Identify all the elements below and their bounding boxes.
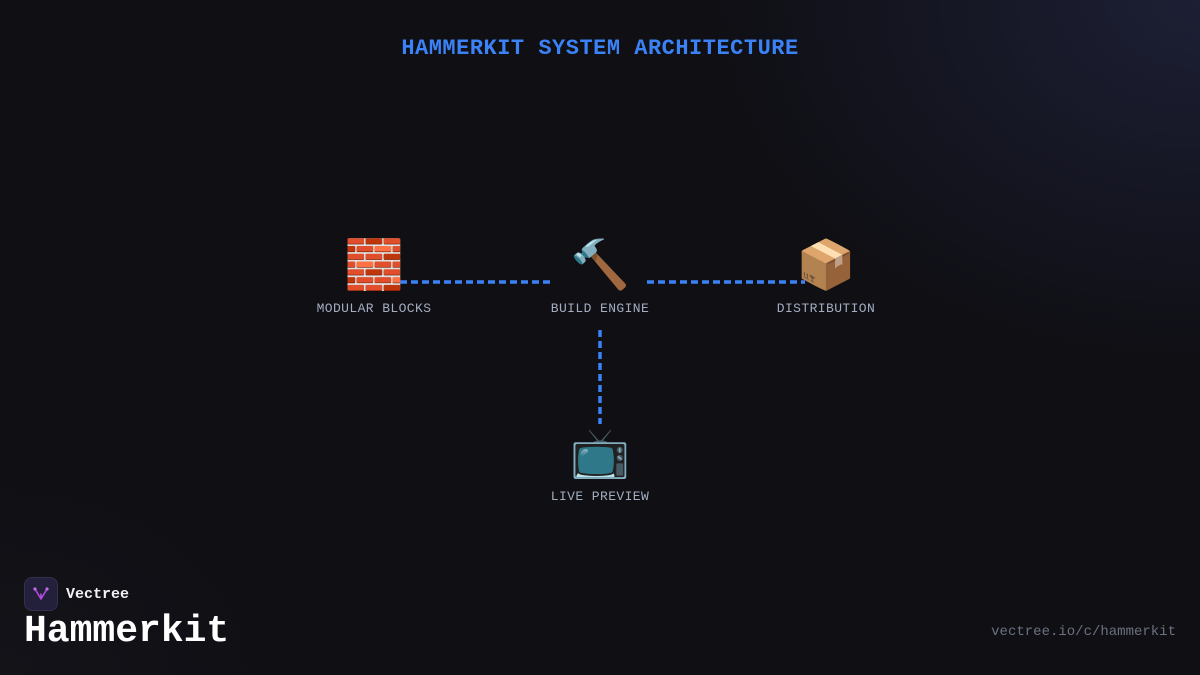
product-name: Hammerkit <box>24 610 230 653</box>
package-icon: 📦 <box>796 237 856 293</box>
node-label: BUILD ENGINE <box>550 301 650 316</box>
node-label: MODULAR BLOCKS <box>316 301 432 316</box>
vectree-logo-icon <box>24 577 58 611</box>
hammer-icon: 🔨 <box>570 237 630 293</box>
brick-wall-icon: 🧱 <box>344 237 404 293</box>
node-modular-blocks: 🧱 MODULAR BLOCKS <box>284 237 464 316</box>
node-label: LIVE PREVIEW <box>550 489 650 504</box>
diagram-title: HAMMERKIT SYSTEM ARCHITECTURE <box>401 36 799 61</box>
node-live-preview: 📺 LIVE PREVIEW <box>510 425 690 504</box>
node-build-engine: 🔨 BUILD ENGINE <box>510 237 690 316</box>
brand: Vectree <box>24 577 129 611</box>
product-url[interactable]: vectree.io/c/hammerkit <box>991 624 1176 640</box>
node-distribution: 📦 DISTRIBUTION <box>736 237 916 316</box>
brand-name: Vectree <box>66 585 130 603</box>
television-icon: 📺 <box>570 425 630 481</box>
node-label: DISTRIBUTION <box>776 301 876 316</box>
